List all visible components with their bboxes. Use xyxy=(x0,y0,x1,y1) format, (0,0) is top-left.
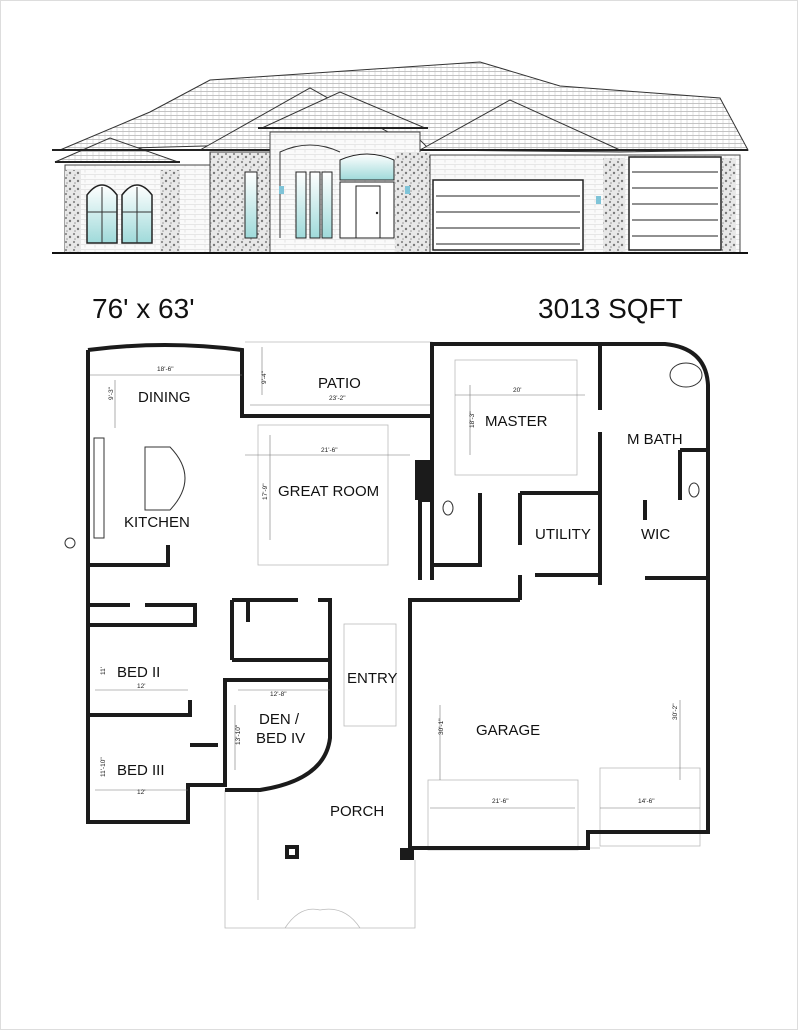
left-stone-column-a xyxy=(65,170,81,253)
room-label-patio: PATIO xyxy=(318,375,361,392)
dim-dining-depth: 9'-3" xyxy=(108,386,115,400)
range-symbol xyxy=(64,537,76,549)
garage-column xyxy=(400,848,414,860)
room-label-wic: WIC xyxy=(641,526,670,543)
dim-garage-width-left: 21'-6" xyxy=(492,798,509,805)
garage-stone-column-a xyxy=(603,158,625,253)
dim-bed2-width: 12' xyxy=(137,683,145,690)
garage-car-bay-2 xyxy=(599,767,701,847)
dim-great-depth: 17'-9" xyxy=(262,483,269,500)
dim-master-depth: 18'-3" xyxy=(469,411,476,428)
garage-doors xyxy=(432,156,722,251)
room-label-den-line1: DEN / xyxy=(259,711,300,728)
room-label-m-bath: M BATH xyxy=(627,431,683,448)
dim-garage-depth-left: 30'-1" xyxy=(438,718,445,735)
interior-walls xyxy=(86,372,708,822)
right-stone-wall xyxy=(395,152,430,253)
room-label-kitchen: KITCHEN xyxy=(124,514,190,531)
room-label-dining: DINING xyxy=(138,389,191,406)
master-rug xyxy=(454,359,578,476)
plan-dimensions-heading: 76' x 63' xyxy=(92,293,195,324)
room-label-den-line2: BED IV xyxy=(256,730,305,747)
dim-bed3-width: 12' xyxy=(137,789,145,796)
dim-garage-depth-right: 30'-2" xyxy=(672,703,679,720)
room-label-entry: ENTRY xyxy=(347,670,398,687)
center-stone-wall xyxy=(209,151,271,254)
room-label-great-room: GREAT ROOM xyxy=(278,483,379,500)
room-label-bed-iii: BED III xyxy=(117,762,165,779)
room-label-garage: GARAGE xyxy=(476,722,540,739)
room-label-porch: PORCH xyxy=(330,803,384,820)
floor-plan: DINING KITCHEN PATIO GREAT ROOM MASTER M… xyxy=(64,341,710,929)
master-wing-walls xyxy=(408,342,710,850)
room-label-bed-ii: BED II xyxy=(117,664,160,681)
fireplace xyxy=(415,460,431,500)
toilet-b xyxy=(688,482,700,498)
dim-patio-depth: 9'-4" xyxy=(261,370,268,384)
porch-outline xyxy=(224,790,416,929)
dim-den-depth: 13'-10" xyxy=(235,724,242,745)
dim-great-width: 21'-6" xyxy=(321,447,338,454)
front-door xyxy=(355,185,381,239)
plan-area-heading: 3013 SQFT xyxy=(538,293,683,324)
kitchen-counter xyxy=(93,437,105,539)
dim-guides xyxy=(90,347,700,809)
master-tub xyxy=(669,362,703,388)
garage-stone-column-b xyxy=(722,158,736,253)
arched-windows xyxy=(86,184,153,244)
entry-rug xyxy=(343,623,397,727)
dim-master-width: 20' xyxy=(513,387,521,394)
garage-car-bay-1 xyxy=(427,779,579,851)
toilet-a xyxy=(442,500,454,516)
entry-windows xyxy=(244,144,601,239)
porch-column-inner xyxy=(289,849,295,855)
front-elevation xyxy=(52,61,749,254)
dim-den-width: 12'-8" xyxy=(270,691,287,698)
kitchen-island xyxy=(144,446,186,511)
exterior-walls-main xyxy=(86,342,602,824)
dim-dining-width: 18'-6" xyxy=(157,366,174,373)
dim-bed3-depth: 11'-10" xyxy=(100,757,107,777)
dim-bed2-depth: 11' xyxy=(100,667,107,675)
room-label-utility: UTILITY xyxy=(535,526,591,543)
great-room-rug xyxy=(257,424,389,566)
dim-garage-width-right: 14'-6" xyxy=(638,798,655,805)
left-stone-column-b xyxy=(160,170,180,253)
room-label-master: MASTER xyxy=(485,413,548,430)
dim-patio-width: 23'-2" xyxy=(329,395,346,402)
